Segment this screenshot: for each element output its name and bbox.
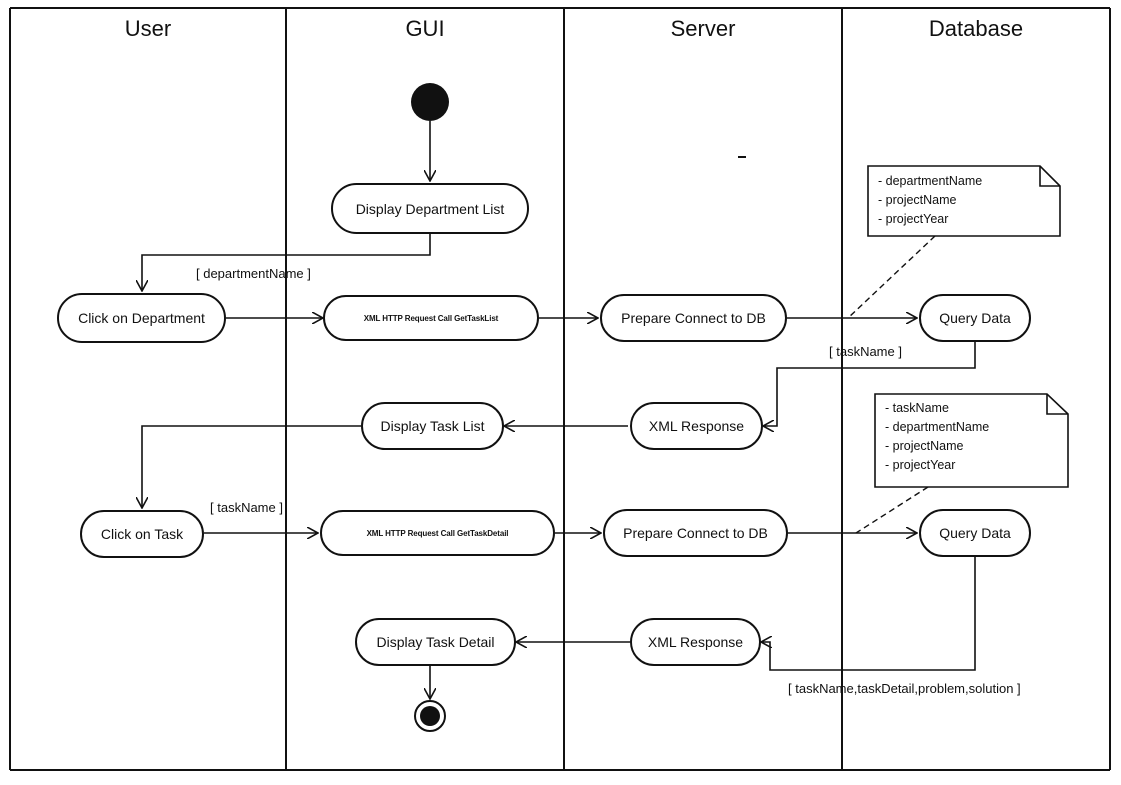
activity-display-task-detail: Display Task Detail (355, 618, 516, 666)
note-1-shape (867, 165, 1061, 237)
flow-display-dept-to-click-dept (142, 234, 431, 291)
note-2-line: - taskName (885, 401, 949, 415)
note-2-line: - departmentName (885, 420, 990, 434)
activity-xml-response-1: XML Response (630, 402, 763, 450)
swimlane-frame (9, 7, 1111, 771)
lane-title-server: Server (670, 16, 736, 41)
activity-xml-request-get-task-detail: XML HTTP Request Call GetTaskDetail (320, 510, 555, 556)
activity-display-task-list: Display Task List (361, 402, 504, 450)
activity-query-data-2: Query Data (919, 509, 1031, 557)
guard-task-name-2: [ taskName ] (210, 500, 283, 515)
activity-display-department-list: Display Department List (331, 183, 529, 234)
note-2: - taskName - departmentName - projectNam… (877, 396, 1052, 484)
final-node-inner (420, 706, 440, 726)
note-1-line: - projectYear (878, 212, 949, 226)
guard-department-name: [ departmentName ] (196, 266, 311, 281)
activity-click-on-department: Click on Department (57, 293, 226, 343)
activity-prepare-connect-db-2: Prepare Connect to DB (603, 509, 788, 557)
activity-click-on-task: Click on Task (80, 510, 204, 558)
note-1-line: - departmentName (878, 174, 983, 188)
activity-prepare-connect-db-1: Prepare Connect to DB (600, 294, 787, 342)
activity-xml-response-2: XML Response (630, 618, 761, 666)
note-1: - departmentName - projectName - project… (870, 168, 1045, 234)
note-2-shape (874, 393, 1069, 488)
flow-query-1-to-response-1 (763, 342, 976, 426)
initial-node (411, 83, 449, 121)
flow-query-2-to-response-2 (761, 557, 976, 671)
note-2-line: - projectName (885, 439, 964, 453)
flow-display-task-list-to-click-task (142, 425, 361, 508)
lane-title-gui: GUI (405, 16, 445, 41)
note-1-line: - projectName (878, 193, 957, 207)
lane-title-user: User (124, 16, 172, 41)
guard-task-detail-result: [ taskName,taskDetail,problem,solution ] (788, 681, 1021, 696)
activity-xml-request-get-task-list: XML HTTP Request Call GetTaskList (323, 295, 539, 341)
note-2-line: - projectYear (885, 458, 956, 472)
activity-query-data-1: Query Data (919, 294, 1031, 342)
lane-title-database: Database (928, 16, 1024, 41)
note-2-anchor (855, 486, 929, 534)
guard-task-name-1: [ taskName ] (829, 344, 902, 359)
